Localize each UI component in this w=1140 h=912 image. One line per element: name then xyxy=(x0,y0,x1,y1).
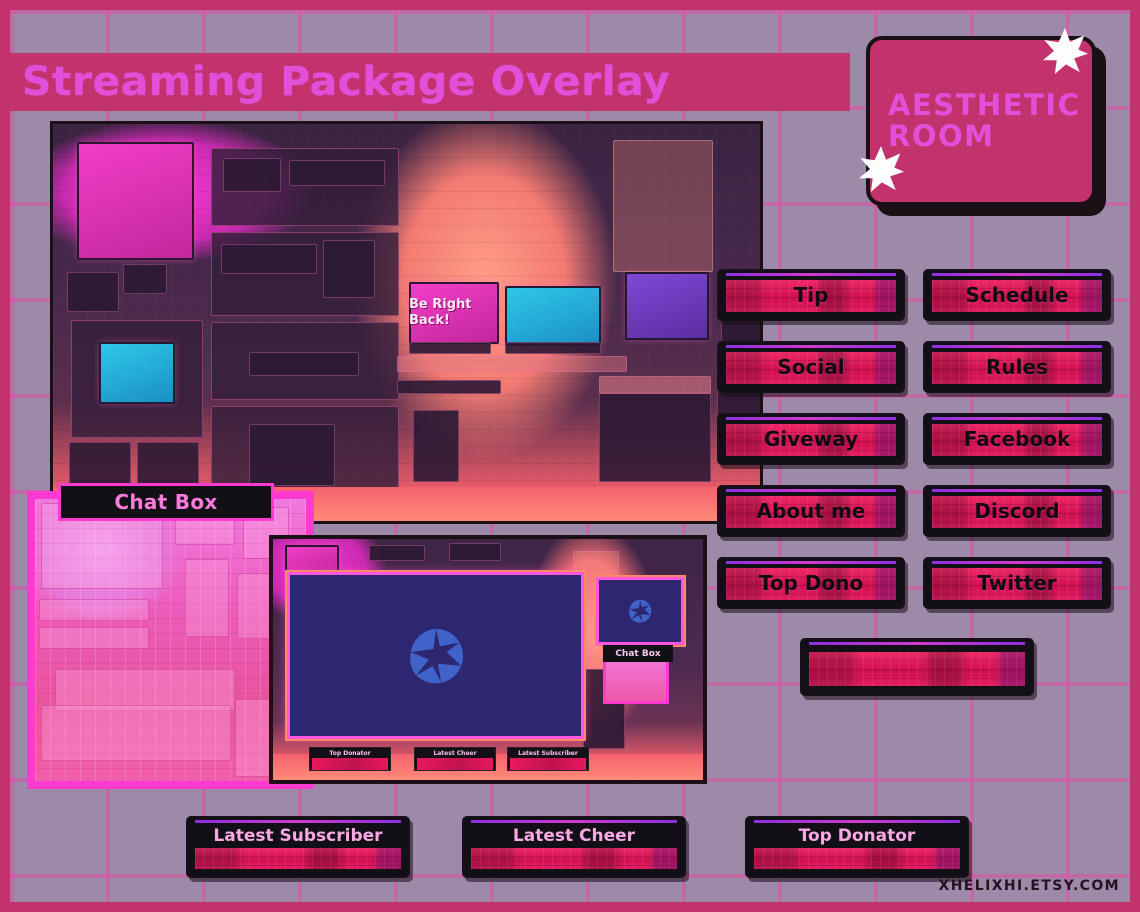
preview-mini-label: Latest Cheer xyxy=(433,749,477,757)
keyboard xyxy=(397,380,501,394)
panel-texture xyxy=(932,280,1102,312)
panel-texture xyxy=(754,848,960,869)
panel-button-label: Facebook xyxy=(963,427,1071,451)
panel-button-label: Social xyxy=(777,355,845,379)
alert-panel-latest-cheer[interactable]: Latest Cheer xyxy=(462,816,686,878)
decor-box xyxy=(39,627,149,649)
desk-monitor xyxy=(505,286,601,346)
camera-aperture-icon xyxy=(409,628,463,683)
alert-panel-label: Top Donator xyxy=(798,826,916,846)
panel-button-label: Discord xyxy=(974,499,1060,523)
panel-button-social[interactable]: Social xyxy=(717,341,905,393)
preview-chat-label-text: Chat Box xyxy=(615,648,661,659)
printer-stack xyxy=(599,392,711,482)
decor-box xyxy=(39,599,149,621)
decor-box xyxy=(223,158,281,192)
panel-button-discord[interactable]: Discord xyxy=(923,485,1111,537)
preview-artwork: Chat Box Top Donator Latest Cheer Latest… xyxy=(273,539,703,780)
preview-mini-bar xyxy=(312,758,388,770)
watermark: XHELIXHI.ETSY.COM xyxy=(938,878,1120,894)
panel-button-label: Giveway xyxy=(763,427,859,451)
stream-preview: Chat Box Top Donator Latest Cheer Latest… xyxy=(269,535,707,784)
panel-texture xyxy=(932,496,1102,528)
chat-box-label-text: Chat Box xyxy=(114,490,218,514)
panel-texture xyxy=(726,352,896,384)
panel-button-twitter[interactable]: Twitter xyxy=(923,557,1111,609)
brb-text: Be Right Back! xyxy=(409,296,472,328)
panel-texture xyxy=(932,424,1102,456)
panel-button-label: Rules xyxy=(986,355,1048,379)
panel-texture xyxy=(726,568,896,600)
decor-box xyxy=(123,264,167,294)
panel-texture xyxy=(932,352,1102,384)
badge-label: Aesthetic Room xyxy=(888,87,1081,153)
panel-button-label: About me xyxy=(756,499,866,523)
panel-blank[interactable] xyxy=(800,638,1034,696)
preview-mini-bar xyxy=(510,758,586,770)
panel-texture xyxy=(932,568,1102,600)
panel-texture xyxy=(726,280,896,312)
panel-button-tip[interactable]: Tip xyxy=(717,269,905,321)
page-title: Streaming Package Overlay xyxy=(22,59,671,105)
panel-texture xyxy=(471,848,677,869)
alert-panel-top-donator[interactable]: Top Donator xyxy=(745,816,969,878)
decor-box xyxy=(289,160,385,186)
decor-box xyxy=(249,352,359,376)
preview-chat-label: Chat Box xyxy=(603,645,673,662)
title-banner: Streaming Package Overlay xyxy=(10,53,850,111)
decor-box xyxy=(185,559,229,637)
aesthetic-room-badge: Aesthetic Room xyxy=(858,28,1106,216)
preview-mini-panel: Latest Cheer xyxy=(414,747,496,771)
keyboard xyxy=(505,342,601,354)
panel-button-top-dono[interactable]: Top Dono xyxy=(717,557,905,609)
panel-texture xyxy=(809,652,1025,686)
camera-aperture-icon xyxy=(629,599,652,623)
panel-button-giveway[interactable]: Giveway xyxy=(717,413,905,465)
desk-surface xyxy=(397,356,627,372)
keyboard xyxy=(55,669,235,711)
chat-box-artwork xyxy=(35,499,306,781)
page-canvas: Streaming Package Overlay Aesthetic Room xyxy=(10,10,1130,902)
preview-mini-panel: Latest Subscriber xyxy=(507,747,589,771)
chat-box-label: Chat Box xyxy=(58,483,274,521)
decor-box xyxy=(449,543,501,561)
panel-button-about-me[interactable]: About me xyxy=(717,485,905,537)
alert-panel-latest-subscriber[interactable]: Latest Subscriber xyxy=(186,816,410,878)
preview-mini-bar xyxy=(417,758,493,770)
panel-texture xyxy=(726,496,896,528)
keyboard xyxy=(409,342,491,354)
decor-box xyxy=(369,545,425,561)
alert-panel-label: Latest Cheer xyxy=(512,826,636,846)
crt-screen xyxy=(99,342,175,404)
panel-button-schedule[interactable]: Schedule xyxy=(923,269,1111,321)
decor-box xyxy=(221,244,317,274)
decor-box xyxy=(323,240,375,298)
panel-blank-label xyxy=(802,640,1032,694)
decor-box xyxy=(249,424,335,486)
decor-box xyxy=(41,705,231,761)
panel-texture xyxy=(726,424,896,456)
panel-button-label: Tip xyxy=(793,283,829,307)
preview-cam-screen xyxy=(594,575,686,647)
panel-button-label: Top Dono xyxy=(758,571,864,595)
window-view xyxy=(77,142,194,260)
panel-button-rules[interactable]: Rules xyxy=(923,341,1111,393)
printer-top xyxy=(599,376,711,394)
preview-main-screen xyxy=(285,570,586,741)
panel-button-facebook[interactable]: Facebook xyxy=(923,413,1111,465)
window-view xyxy=(285,545,339,575)
panel-button-label: Schedule xyxy=(965,283,1069,307)
preview-mini-panel: Top Donator xyxy=(309,747,391,771)
decor-box xyxy=(67,272,119,312)
preview-mini-label: Latest Subscriber xyxy=(518,749,578,757)
chat-box-panel xyxy=(27,491,314,789)
panel-texture xyxy=(195,848,401,869)
doorway xyxy=(613,140,713,272)
panel-button-label: Twitter xyxy=(977,571,1057,595)
desk-monitor xyxy=(625,272,709,340)
preview-mini-label: Top Donator xyxy=(329,749,371,757)
alert-panel-label: Latest Subscriber xyxy=(213,826,383,846)
room-illustration: Be Right Back! xyxy=(50,121,763,524)
pc-tower xyxy=(413,410,459,482)
